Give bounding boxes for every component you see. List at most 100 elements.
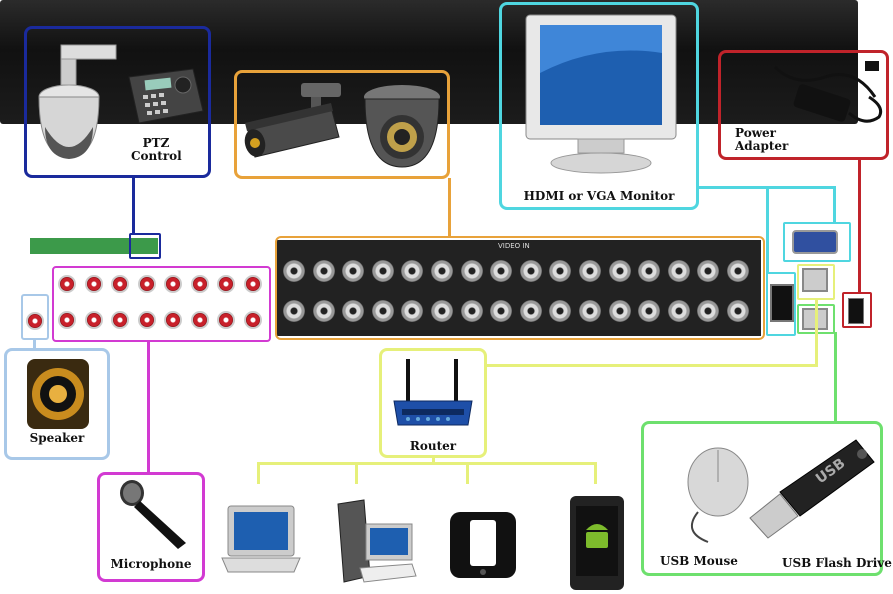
monitor-icon [525,14,677,174]
audio-connector [137,275,156,293]
usb-mouse-label: USB Mouse [660,554,738,568]
bnc-connector [460,260,483,282]
bnc-connector [460,300,483,322]
vga-port [792,230,838,254]
speaker-box: Speaker [4,348,110,460]
bnc-connector [579,260,601,282]
bnc-connector [431,300,453,322]
bnc-connector [283,300,305,322]
bnc-connector [608,260,631,282]
bnc-connector [727,260,749,282]
audio-connector [58,311,76,329]
bnc-connector [727,300,749,322]
hdmi-port [770,284,794,322]
bnc-connector [519,300,542,322]
audio-connector [217,311,235,329]
laptop-drop [257,462,260,484]
android-phone-icon [570,496,624,590]
bnc-connector [283,260,305,282]
hdmi-highlight [766,272,796,336]
audio-connector [164,311,182,329]
bnc-connector [579,300,601,322]
bnc-connector [519,260,542,282]
audio-connector [84,275,103,293]
audio-connector [84,311,103,329]
ptz-label: PTZ Control [131,136,182,163]
power-label: Power Adapter [735,126,789,153]
speaker-icon [27,359,89,429]
terminal-block [30,238,158,254]
bnc-connector [342,300,365,322]
cameras-box [234,70,450,179]
bullet-camera-icon [244,83,341,158]
monitor-line-b [833,186,836,224]
ptz-port-highlight [129,233,161,259]
monitor-label: HDMI or VGA Monitor [523,189,675,203]
laptop-icon [221,505,301,573]
power-highlight [842,292,872,328]
desktop-drop [355,462,358,484]
android-drop [594,462,597,484]
bnc-connector [667,300,690,322]
audio-connector [111,275,129,293]
router-line-b [815,298,818,367]
power-box: Power Adapter [718,50,889,160]
bnc-connector [608,300,631,322]
video-in-label: VIDEO IN [498,242,530,250]
router-box: Router [379,348,487,458]
usb-flash-label: USB Flash Drive [782,556,892,570]
speaker-line [33,338,36,350]
microphone-label: Microphone [110,557,192,571]
bnc-connector [697,260,720,282]
ptz-line [132,176,135,234]
audio-connector [190,311,209,329]
bnc-connector [312,260,335,282]
bnc-connector [342,260,365,282]
router-bus [257,462,597,465]
bnc-connector [549,260,572,282]
bnc-connector [431,260,453,282]
microphone-line [147,340,150,472]
speaker-label: Speaker [29,431,85,445]
audio-connector [164,275,182,293]
bnc-connector [312,300,335,322]
bnc-connector [490,300,513,322]
monitor-box: HDMI or VGA Monitor [499,2,699,210]
audio-highlight [52,266,271,342]
iphone-icon [450,512,516,578]
ptz-camera-icon [38,44,117,159]
iphone-drop [466,462,469,484]
audio-connector [58,275,76,293]
camera-line [448,178,451,238]
audio-connector [111,311,129,329]
bnc-connector [401,300,424,322]
vga-highlight [783,222,851,262]
router-label: Router [409,439,457,453]
router-drop [432,456,435,464]
audio-connector [190,275,209,293]
bnc-connector [490,260,513,282]
audio-connector [137,311,156,329]
power-jack [848,298,864,324]
video-in-highlight [275,236,765,340]
ethernet-port [802,268,828,292]
audio-connector [217,275,235,293]
desktop-pc-icon [337,499,417,583]
router-line-a [487,364,817,367]
usb-line [834,332,837,422]
bnc-connector [667,260,690,282]
bnc-connector [371,260,394,282]
monitor-line-c [766,186,769,274]
ptz-box: PTZ Control [24,26,211,178]
usb-flash-drive-icon: USB [749,439,875,539]
bnc-connector [697,300,720,322]
microphone-box: Microphone [97,472,205,582]
bnc-connector [549,300,572,322]
power-adapter-icon [773,61,883,123]
speaker-connector [26,312,44,330]
bnc-connector [371,300,394,322]
ptz-keyboard-icon [128,68,204,124]
audio-connector [243,275,262,293]
bnc-connector [401,260,424,282]
usb-box: USB USB Mouse USB Flash Drive [641,421,892,576]
